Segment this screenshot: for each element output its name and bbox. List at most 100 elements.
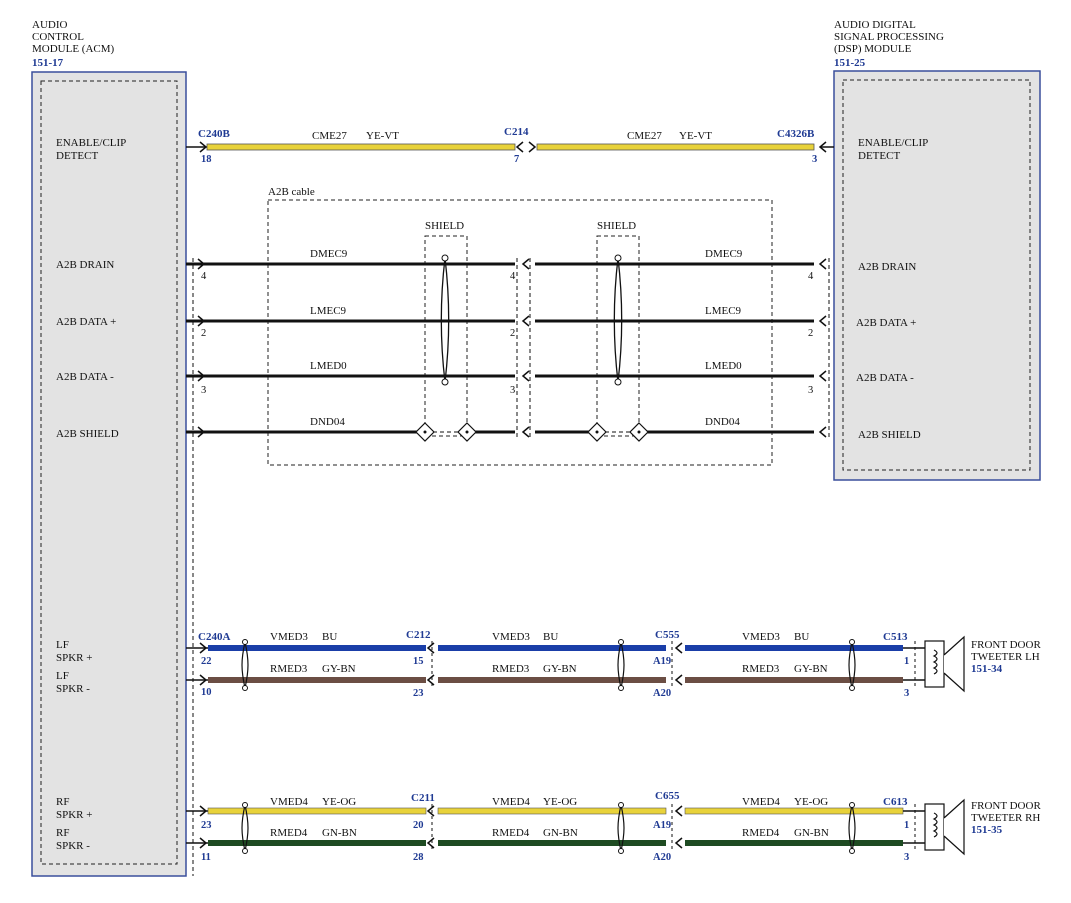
pin-3-acm: 3 bbox=[201, 385, 206, 396]
enable-clip-circuit: C240B 18 CME27 YE-VT C214 7 CME27 YE-VT … bbox=[186, 126, 834, 165]
wire-gnbn-b: GN-BN bbox=[543, 827, 578, 839]
dsp-title-2: SIGNAL PROCESSING bbox=[834, 31, 944, 43]
acm-pin-rf-pos-2: SPKR + bbox=[56, 809, 92, 821]
pin-23-rf: 23 bbox=[201, 820, 212, 831]
rf-speaker-circuit: 23 11 VMED4 YE-OG RMED4 GN-BN C211 20 28… bbox=[186, 790, 925, 863]
tweeter-lh: FRONT DOOR TWEETER LH 151-34 bbox=[924, 635, 1041, 693]
pin-3-mid: 3 bbox=[510, 385, 515, 396]
pin-a19-lf: A19 bbox=[653, 656, 671, 667]
dsp-pin-shield: A2B SHIELD bbox=[858, 429, 921, 441]
wire-dnd04-a: DND04 bbox=[310, 416, 345, 428]
tweeter-rh-name-2: TWEETER RH bbox=[971, 812, 1040, 824]
acm-module: AUDIO CONTROL MODULE (ACM) 151-17 ENABLE… bbox=[31, 19, 187, 877]
wire-rmed4-b: RMED4 bbox=[492, 827, 530, 839]
wire-lmec9-b: LMEC9 bbox=[705, 305, 742, 317]
pin-2-acm: 2 bbox=[201, 328, 206, 339]
pin-a20-rf: A20 bbox=[653, 852, 671, 863]
wire-rmed3-c: RMED3 bbox=[742, 663, 780, 675]
conn-c655: C655 bbox=[655, 790, 680, 802]
pin-11: 11 bbox=[201, 852, 211, 863]
conn-c613: C613 bbox=[883, 796, 908, 808]
acm-pin-rf-neg-2: SPKR - bbox=[56, 840, 90, 852]
wire-rmed4-c: RMED4 bbox=[742, 827, 780, 839]
wire-vmed3-a: VMED3 bbox=[270, 631, 308, 643]
acm-pin-lf-pos-1: LF bbox=[56, 639, 69, 651]
dsp-pin-enable-2: DETECT bbox=[858, 150, 900, 162]
wire-gnbn-c: GN-BN bbox=[794, 827, 829, 839]
acm-pin-lf-neg-1: LF bbox=[56, 670, 69, 682]
wire-gnbn-a: GN-BN bbox=[322, 827, 357, 839]
tweeter-rh: FRONT DOOR TWEETER RH 151-35 bbox=[924, 798, 1041, 856]
wire-bu-c: BU bbox=[794, 631, 809, 643]
tweeter-lh-name-2: TWEETER LH bbox=[971, 651, 1040, 663]
wire-vmed4-a: VMED4 bbox=[270, 796, 308, 808]
acm-title-2: CONTROL bbox=[32, 31, 84, 43]
a2b-wires: DMEC9 DMEC9 LMEC9 LMEC9 LMED0 LMED0 DND0… bbox=[186, 248, 830, 876]
pin-3-dsp: 3 bbox=[808, 385, 813, 396]
wire-yevt-a: YE-VT bbox=[366, 130, 399, 142]
dsp-pin-data-neg: A2B DATA - bbox=[856, 372, 914, 384]
pin-23-lf: 23 bbox=[413, 688, 424, 699]
wire-dmec9-b: DMEC9 bbox=[705, 248, 743, 260]
a2b-cable: A2B cable SHIELD SHIELD bbox=[267, 186, 773, 466]
wire-dnd04-b: DND04 bbox=[705, 416, 740, 428]
conn-c4326b: C4326B bbox=[777, 128, 815, 140]
dsp-pin-data-pos: A2B DATA + bbox=[856, 317, 916, 329]
tweeter-rh-ref: 151-35 bbox=[971, 824, 1003, 836]
pin-3-lh: 3 bbox=[904, 688, 909, 699]
acm-pin-rf-neg-1: RF bbox=[56, 827, 69, 839]
pin-22: 22 bbox=[201, 656, 212, 667]
shield-label-left: SHIELD bbox=[425, 220, 464, 232]
wire-vmed4-b: VMED4 bbox=[492, 796, 530, 808]
wire-yeog-b: YE-OG bbox=[543, 796, 577, 808]
pin-3-rh: 3 bbox=[904, 852, 909, 863]
pin-4-acm: 4 bbox=[201, 271, 207, 282]
pin-15: 15 bbox=[413, 656, 424, 667]
wire-gybn-b: GY-BN bbox=[543, 663, 577, 675]
wire-gybn-a: GY-BN bbox=[322, 663, 356, 675]
acm-pin-lf-pos-2: SPKR + bbox=[56, 652, 92, 664]
wire-yevt-b: YE-VT bbox=[679, 130, 712, 142]
wire-vmed3-c: VMED3 bbox=[742, 631, 780, 643]
pin-2-mid: 2 bbox=[510, 328, 515, 339]
wire-cme27-a: CME27 bbox=[312, 130, 347, 142]
a2b-cable-label: A2B cable bbox=[268, 186, 315, 198]
acm-title-1: AUDIO bbox=[32, 19, 67, 31]
conn-c240b: C240B bbox=[198, 128, 230, 140]
acm-pin-lf-neg-2: SPKR - bbox=[56, 683, 90, 695]
acm-pin-rf-pos-1: RF bbox=[56, 796, 69, 808]
conn-c555: C555 bbox=[655, 629, 680, 641]
pin-4-dsp: 4 bbox=[808, 271, 814, 282]
wire-lmed0-a: LMED0 bbox=[310, 360, 347, 372]
wire-yeog-c: YE-OG bbox=[794, 796, 828, 808]
tweeter-lh-name-1: FRONT DOOR bbox=[971, 639, 1041, 651]
wire-rmed3-b: RMED3 bbox=[492, 663, 530, 675]
pin-4-mid: 4 bbox=[510, 271, 516, 282]
wire-yeog-a: YE-OG bbox=[322, 796, 356, 808]
pin-20: 20 bbox=[413, 820, 424, 831]
acm-pin-drain: A2B DRAIN bbox=[56, 259, 114, 271]
wire-rmed4-a: RMED4 bbox=[270, 827, 308, 839]
pin-3-enable: 3 bbox=[812, 154, 817, 165]
dsp-title-1: AUDIO DIGITAL bbox=[834, 19, 916, 31]
pin-2-dsp: 2 bbox=[808, 328, 813, 339]
wire-vmed3-b: VMED3 bbox=[492, 631, 530, 643]
wire-rmed3-a: RMED3 bbox=[270, 663, 308, 675]
wire-dmec9-a: DMEC9 bbox=[310, 248, 348, 260]
pin-1-lh: 1 bbox=[904, 656, 909, 667]
pin-18: 18 bbox=[201, 154, 212, 165]
acm-pin-shield: A2B SHIELD bbox=[56, 428, 119, 440]
conn-c214: C214 bbox=[504, 126, 529, 138]
dsp-module: AUDIO DIGITAL SIGNAL PROCESSING (DSP) MO… bbox=[833, 19, 1041, 481]
conn-c211: C211 bbox=[411, 792, 435, 804]
conn-c212: C212 bbox=[406, 629, 431, 641]
dsp-pin-enable-1: ENABLE/CLIP bbox=[858, 137, 928, 149]
pin-10: 10 bbox=[201, 687, 212, 698]
pin-a19-rf: A19 bbox=[653, 820, 671, 831]
tweeter-rh-name-1: FRONT DOOR bbox=[971, 800, 1041, 812]
wire-lmed0-b: LMED0 bbox=[705, 360, 742, 372]
acm-pin-enable-2: DETECT bbox=[56, 150, 98, 162]
pin-7: 7 bbox=[514, 154, 519, 165]
wire-gybn-c: GY-BN bbox=[794, 663, 828, 675]
